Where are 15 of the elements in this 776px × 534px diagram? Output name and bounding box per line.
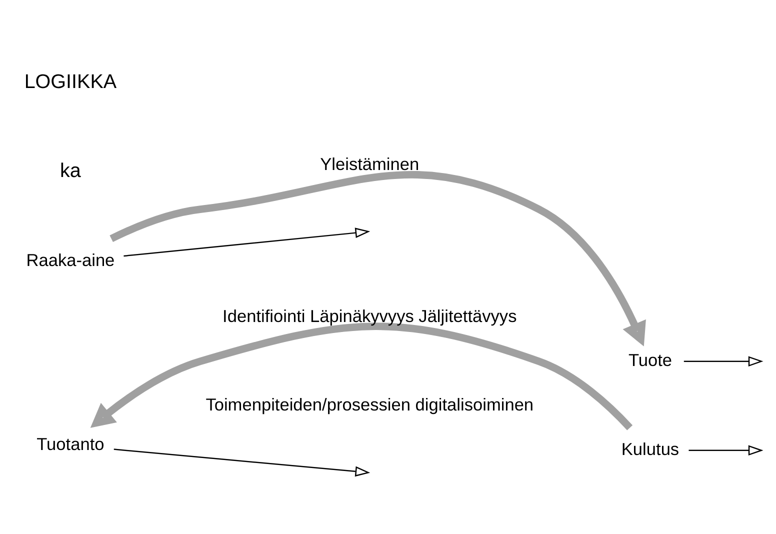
arrow — [684, 356, 764, 367]
edge-label: Identifiointi Läpinäkyvyys Jäljitettävyys — [222, 306, 517, 326]
node-text: Kulutus — [621, 438, 680, 459]
node-text: Raaka-aine — [26, 250, 115, 270]
arrow — [114, 448, 370, 477]
arrow — [90, 322, 633, 430]
node-text: Tuotanto — [36, 434, 104, 454]
arrow — [688, 445, 764, 456]
label: LOGIIKKA — [24, 70, 117, 93]
arrow — [124, 228, 370, 257]
arrow — [110, 171, 646, 346]
node-text: Toimenpiteiden/prosessien digitalisoiminen — [206, 394, 534, 414]
label: ka — [60, 160, 81, 182]
edge-label: Yleistäminen — [320, 154, 420, 174]
node-text: Tuote — [628, 350, 672, 370]
